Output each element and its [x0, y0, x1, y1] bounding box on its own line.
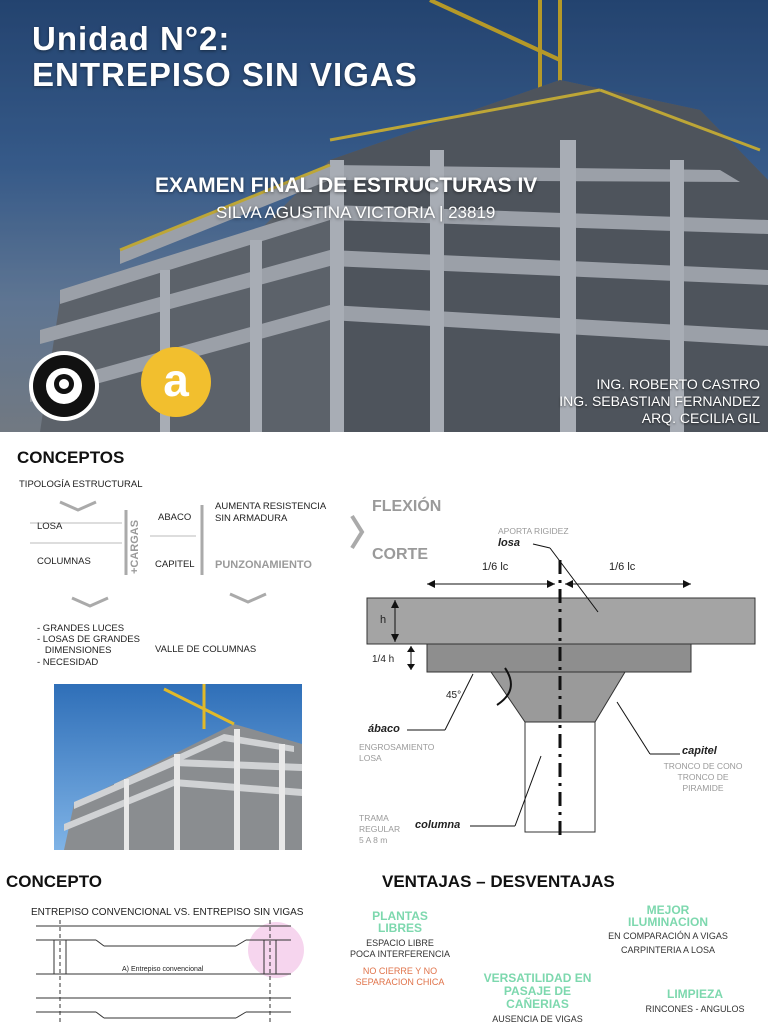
plantas-libres-2: LIBRES: [377, 921, 422, 935]
diagram-columna-label: columna: [415, 819, 461, 831]
concept-map-lines: [30, 500, 267, 608]
no-cierre-1: NO CIERRE Y NO: [362, 966, 438, 976]
corte-label: CORTE: [372, 546, 428, 563]
versatilidad-3: CAÑERIAS: [506, 997, 569, 1011]
h-label: h: [380, 614, 387, 626]
versatilidad-2: PASAJE DE: [503, 984, 572, 998]
columnas-label: COLUMNAS: [37, 556, 91, 567]
limpieza: LIMPIEZA: [667, 987, 723, 1001]
professor-1: ING. ROBERTO CASTRO: [596, 376, 760, 392]
list-item-1: - GRANDES LUCES: [37, 623, 125, 634]
topic-title: ENTREPISO SIN VIGAS: [32, 56, 418, 93]
slab-comparison-diagram: [36, 920, 304, 1024]
aporta-label: APORTA RIGIDEZ: [498, 526, 569, 536]
mejor-iluminacion-1: MEJOR: [646, 903, 690, 917]
losa-label: LOSA: [37, 521, 63, 532]
faculty-logo-icon: a: [141, 347, 211, 417]
lc-left-label: 1/6 lc: [482, 561, 509, 573]
construction-photo: [54, 684, 302, 850]
professor-2: ING. SEBASTIAN FERNANDEZ: [559, 393, 760, 409]
engrosamiento-label: ENGROSAMIENTO: [359, 742, 435, 752]
concepto-caption: ENTREPISO CONVENCIONAL VS. ENTREPISO SIN…: [31, 907, 304, 918]
unit-title: Unidad N°2:: [32, 20, 231, 57]
list-item-4: - NECESIDAD: [37, 657, 99, 668]
lc-right-label: 1/6 lc: [609, 561, 636, 573]
comparacion-vigas: EN COMPARACIÓN A VIGAS: [608, 931, 728, 941]
angle-label: 45°: [446, 690, 462, 701]
tronco-de-label: TRONCO DE: [677, 772, 729, 782]
concepto-heading: CONCEPTO: [6, 872, 103, 891]
sin-armadura-label: SIN ARMADURA: [215, 513, 288, 524]
valle-label: VALLE DE COLUMNAS: [155, 644, 257, 655]
espacio-libre: ESPACIO LIBRE: [366, 938, 434, 948]
list-item-3: DIMENSIONES: [37, 645, 112, 656]
svg-text:a: a: [163, 354, 189, 406]
trama-label: TRAMA: [359, 813, 389, 823]
versatilidad-1: VERSATILIDAD EN: [483, 971, 592, 985]
figure-label: A) Entrepiso convencional: [122, 966, 204, 973]
chevron-right-icon: [350, 514, 365, 550]
diagram-capitel-label: capitel: [682, 745, 717, 757]
student-name: SILVA AGUSTINA VICTORIA | 23819: [216, 203, 496, 222]
regular-label: REGULAR: [359, 824, 401, 834]
mejor-iluminacion-2: ILUMINACION: [628, 915, 708, 929]
engrosamiento-losa-label: LOSA: [359, 753, 382, 763]
poca-interferencia: POCA INTERFERENCIA: [349, 949, 450, 959]
flexion-label: FLEXIÓN: [372, 498, 442, 515]
university-seal: [29, 351, 99, 421]
tipologia-label: TIPOLOGÍA ESTRUCTURAL: [19, 479, 143, 490]
punzonamiento-label: PUNZONAMIENTO: [215, 559, 312, 571]
rincones-angulos: RINCONES - ANGULOS: [645, 1004, 745, 1014]
flat-slab-diagram: [366, 543, 756, 835]
ausencia-vigas: AUSENCIA DE VIGAS: [492, 1014, 583, 1024]
tronco-cono-label: TRONCO DE CONO: [663, 761, 743, 771]
no-cierre-2: SEPARACION CHICA: [355, 977, 445, 987]
abaco-label: ABACO: [158, 512, 192, 523]
diagram-abaco-label: ábaco: [368, 723, 400, 735]
conceptos-heading: CONCEPTOS: [17, 448, 125, 467]
cargas-label: +CARGAS: [129, 519, 141, 574]
diagram-losa-label: losa: [498, 537, 521, 549]
ventajas-heading: VENTAJAS – DESVENTAJAS: [382, 872, 615, 891]
exam-title: EXAMEN FINAL DE ESTRUCTURAS IV: [155, 174, 538, 197]
list-item-2: - LOSAS DE GRANDES: [37, 634, 140, 645]
building-photo: [0, 0, 768, 432]
piramide-label: PIRAMIDE: [682, 783, 724, 793]
quarter-h-label: 1/4 h: [372, 654, 395, 665]
professor-3: ARQ. CECILIA GIL: [641, 410, 760, 426]
aumenta-label: AUMENTA RESISTENCIA: [215, 501, 327, 512]
span-label: 5 A 8 m: [359, 835, 388, 845]
plantas-libres-1: PLANTAS: [372, 909, 428, 923]
hero-banner: Unidad N°2: ENTREPISO SIN VIGAS EXAMEN F…: [0, 0, 768, 432]
carpinteria-losa: CARPINTERIA A LOSA: [620, 945, 716, 955]
capitel-label: CAPITEL: [155, 559, 195, 570]
